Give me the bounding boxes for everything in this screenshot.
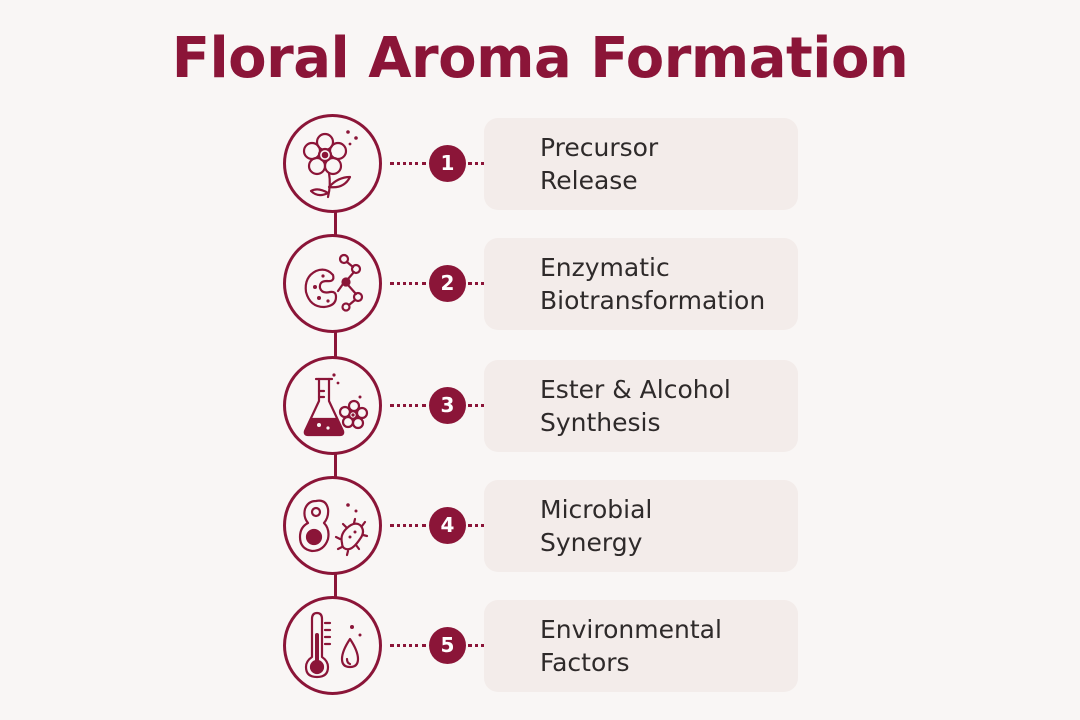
step-number-badge: 1 xyxy=(429,145,466,182)
step-number-badge: 5 xyxy=(429,627,466,664)
step-number-badge: 3 xyxy=(429,387,466,424)
dotted-connector xyxy=(390,524,426,527)
page-title: Floral Aroma Formation xyxy=(171,26,909,91)
step-number-badge: 4 xyxy=(429,507,466,544)
step-5: 5 Environmental Factors xyxy=(0,588,1080,708)
thermometer-droplet-icon xyxy=(304,611,362,679)
step-label-line: Environmental xyxy=(540,615,722,644)
step-label-line: Synergy xyxy=(540,528,643,557)
flower-icon xyxy=(302,130,358,199)
step-label: Enzymatic Biotransformation xyxy=(540,238,790,330)
step-2: 2 Enzymatic Biotransformation xyxy=(0,226,1080,346)
enzyme-molecule-icon xyxy=(304,253,364,312)
dotted-connector xyxy=(468,644,498,647)
step-label-line: Precursor xyxy=(540,133,659,162)
flask-flower-icon xyxy=(303,373,369,437)
step-icon-circle xyxy=(283,114,382,213)
step-card: Ester & Alcohol Synthesis xyxy=(484,360,798,452)
dotted-connector xyxy=(468,282,498,285)
step-number-badge: 2 xyxy=(429,265,466,302)
dotted-connector xyxy=(390,404,426,407)
dotted-connector xyxy=(468,524,498,527)
dotted-connector xyxy=(390,644,426,647)
step-label: Precursor Release xyxy=(540,118,790,210)
step-label: Microbial Synergy xyxy=(540,480,790,572)
step-label-line: Enzymatic xyxy=(540,253,670,282)
dotted-connector xyxy=(390,162,426,165)
step-icon-circle xyxy=(283,596,382,695)
step-card: Environmental Factors xyxy=(484,600,798,692)
step-card: Precursor Release xyxy=(484,118,798,210)
step-card: Enzymatic Biotransformation xyxy=(484,238,798,330)
step-icon-circle xyxy=(283,234,382,333)
step-label-line: Factors xyxy=(540,648,630,677)
step-label-line: Release xyxy=(540,166,638,195)
step-3: 3 Ester & Alcohol Synthesis xyxy=(0,348,1080,468)
dotted-connector xyxy=(468,162,498,165)
step-label: Ester & Alcohol Synthesis xyxy=(540,360,790,452)
step-icon-circle xyxy=(283,356,382,455)
step-label-line: Biotransformation xyxy=(540,286,766,315)
step-1: 1 Precursor Release xyxy=(0,106,1080,226)
step-4: 4 Microbial Synergy xyxy=(0,468,1080,588)
step-icon-circle xyxy=(283,476,382,575)
step-label-line: Ester & Alcohol xyxy=(540,375,731,404)
step-card: Microbial Synergy xyxy=(484,480,798,572)
dotted-connector xyxy=(468,404,498,407)
step-label: Environmental Factors xyxy=(540,600,790,692)
step-label-line: Synthesis xyxy=(540,408,661,437)
microbes-icon xyxy=(298,499,369,557)
dotted-connector xyxy=(390,282,426,285)
step-label-line: Microbial xyxy=(540,495,653,524)
